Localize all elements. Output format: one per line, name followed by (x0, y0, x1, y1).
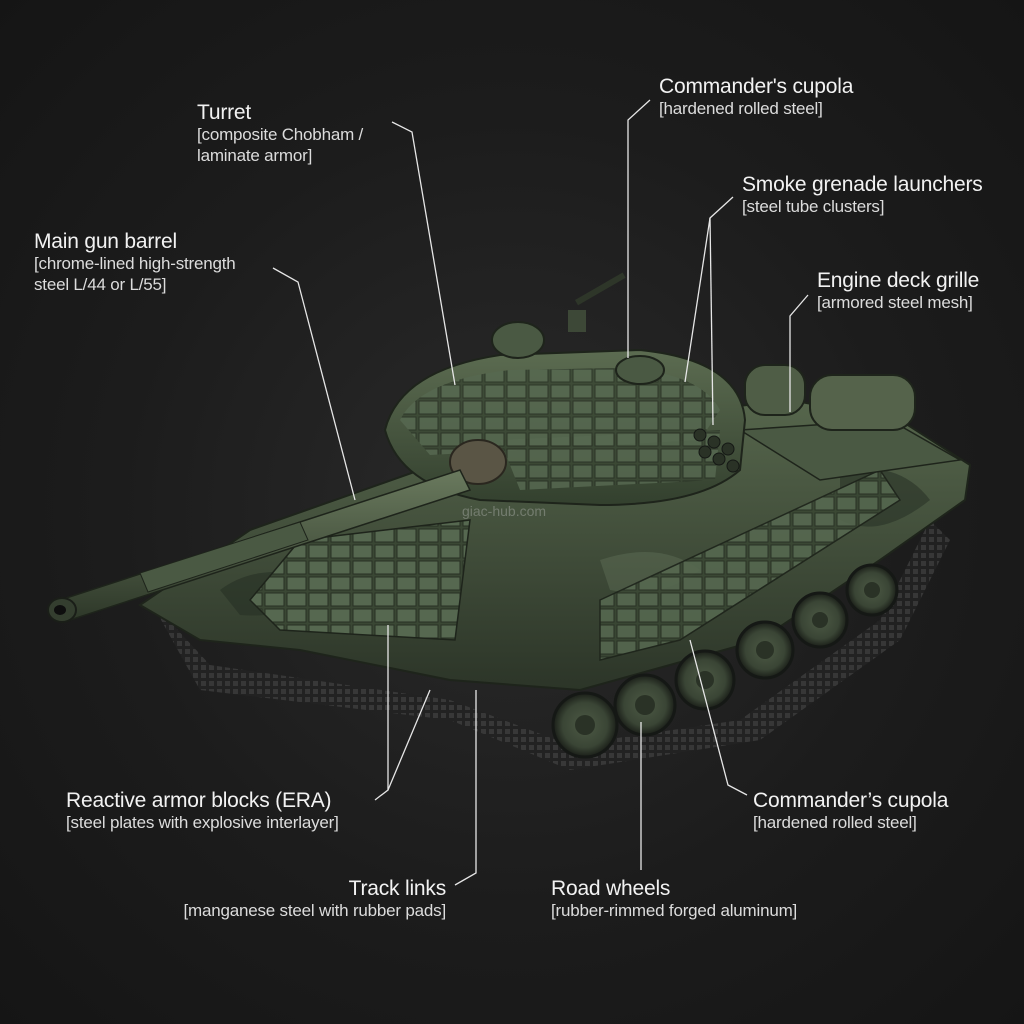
track-leader (454, 690, 477, 886)
callout-title: Reactive armor blocks (ERA) (66, 789, 332, 812)
callout-smoke-launchers: Smoke grenade launchers [steel tube clus… (742, 172, 983, 218)
callout-material: [rubber-rimmed forged aluminum] (551, 901, 798, 921)
callout-title: Road wheels (551, 877, 671, 900)
callout-road-wheels: Road wheels [rubber-rimmed forged alumin… (551, 876, 797, 922)
leader-lines (272, 99, 809, 886)
callout-title: Commander’s cupola (753, 789, 949, 812)
callout-title: Smoke grenade launchers (742, 173, 983, 196)
callout-commander-cupola-top: Commander's cupola [hardened rolled stee… (659, 74, 853, 120)
callout-turret: Turret [composite Chobham / laminate arm… (197, 100, 363, 166)
callout-era: Reactive armor blocks (ERA) [steel plate… (66, 788, 339, 834)
era-leader-b (387, 689, 431, 791)
callout-title: Commander's cupola (659, 75, 854, 98)
cupola-top-leader (627, 99, 651, 358)
callout-title: Engine deck grille (817, 269, 980, 292)
engine-deck (737, 364, 963, 481)
track-assembly (150, 520, 950, 770)
turret (383, 272, 747, 507)
callout-material: [hardened rolled steel] (659, 99, 823, 119)
callout-engine-grille: Engine deck grille [armored steel mesh] (817, 268, 979, 314)
main-gun-leader (272, 267, 356, 501)
callout-commander-cupola-bottom: Commander’s cupola [hardened rolled stee… (753, 788, 948, 834)
callout-material: [steel tube clusters] (742, 197, 885, 217)
callout-track-links: Track links [manganese steel with rubber… (150, 876, 446, 922)
callout-material: [steel plates with explosive interlayer] (66, 813, 339, 833)
watermark: giac-hub.com (462, 503, 547, 519)
callout-material: [manganese steel with rubber pads] (183, 901, 446, 921)
callout-title: Track links (348, 877, 447, 900)
callout-material: [chrome-lined high-strength steel L/44 o… (34, 254, 236, 294)
smoke-leader-a (684, 196, 734, 383)
turret-leader (391, 121, 456, 386)
callout-title: Main gun barrel (34, 230, 177, 253)
cupola-bottom-leader (689, 639, 748, 796)
callout-material: [hardened rolled steel] (753, 813, 917, 833)
engine-leader (789, 294, 809, 412)
road-wheels (551, 563, 899, 759)
smoke-leader-b (709, 217, 714, 426)
callout-title: Turret (197, 101, 252, 124)
main-gun-barrel (47, 469, 472, 623)
callout-main-gun: Main gun barrel [chrome-lined high-stren… (34, 229, 236, 295)
callout-material: [armored steel mesh] (817, 293, 973, 313)
callout-material: [composite Chobham / laminate armor] (197, 125, 364, 165)
